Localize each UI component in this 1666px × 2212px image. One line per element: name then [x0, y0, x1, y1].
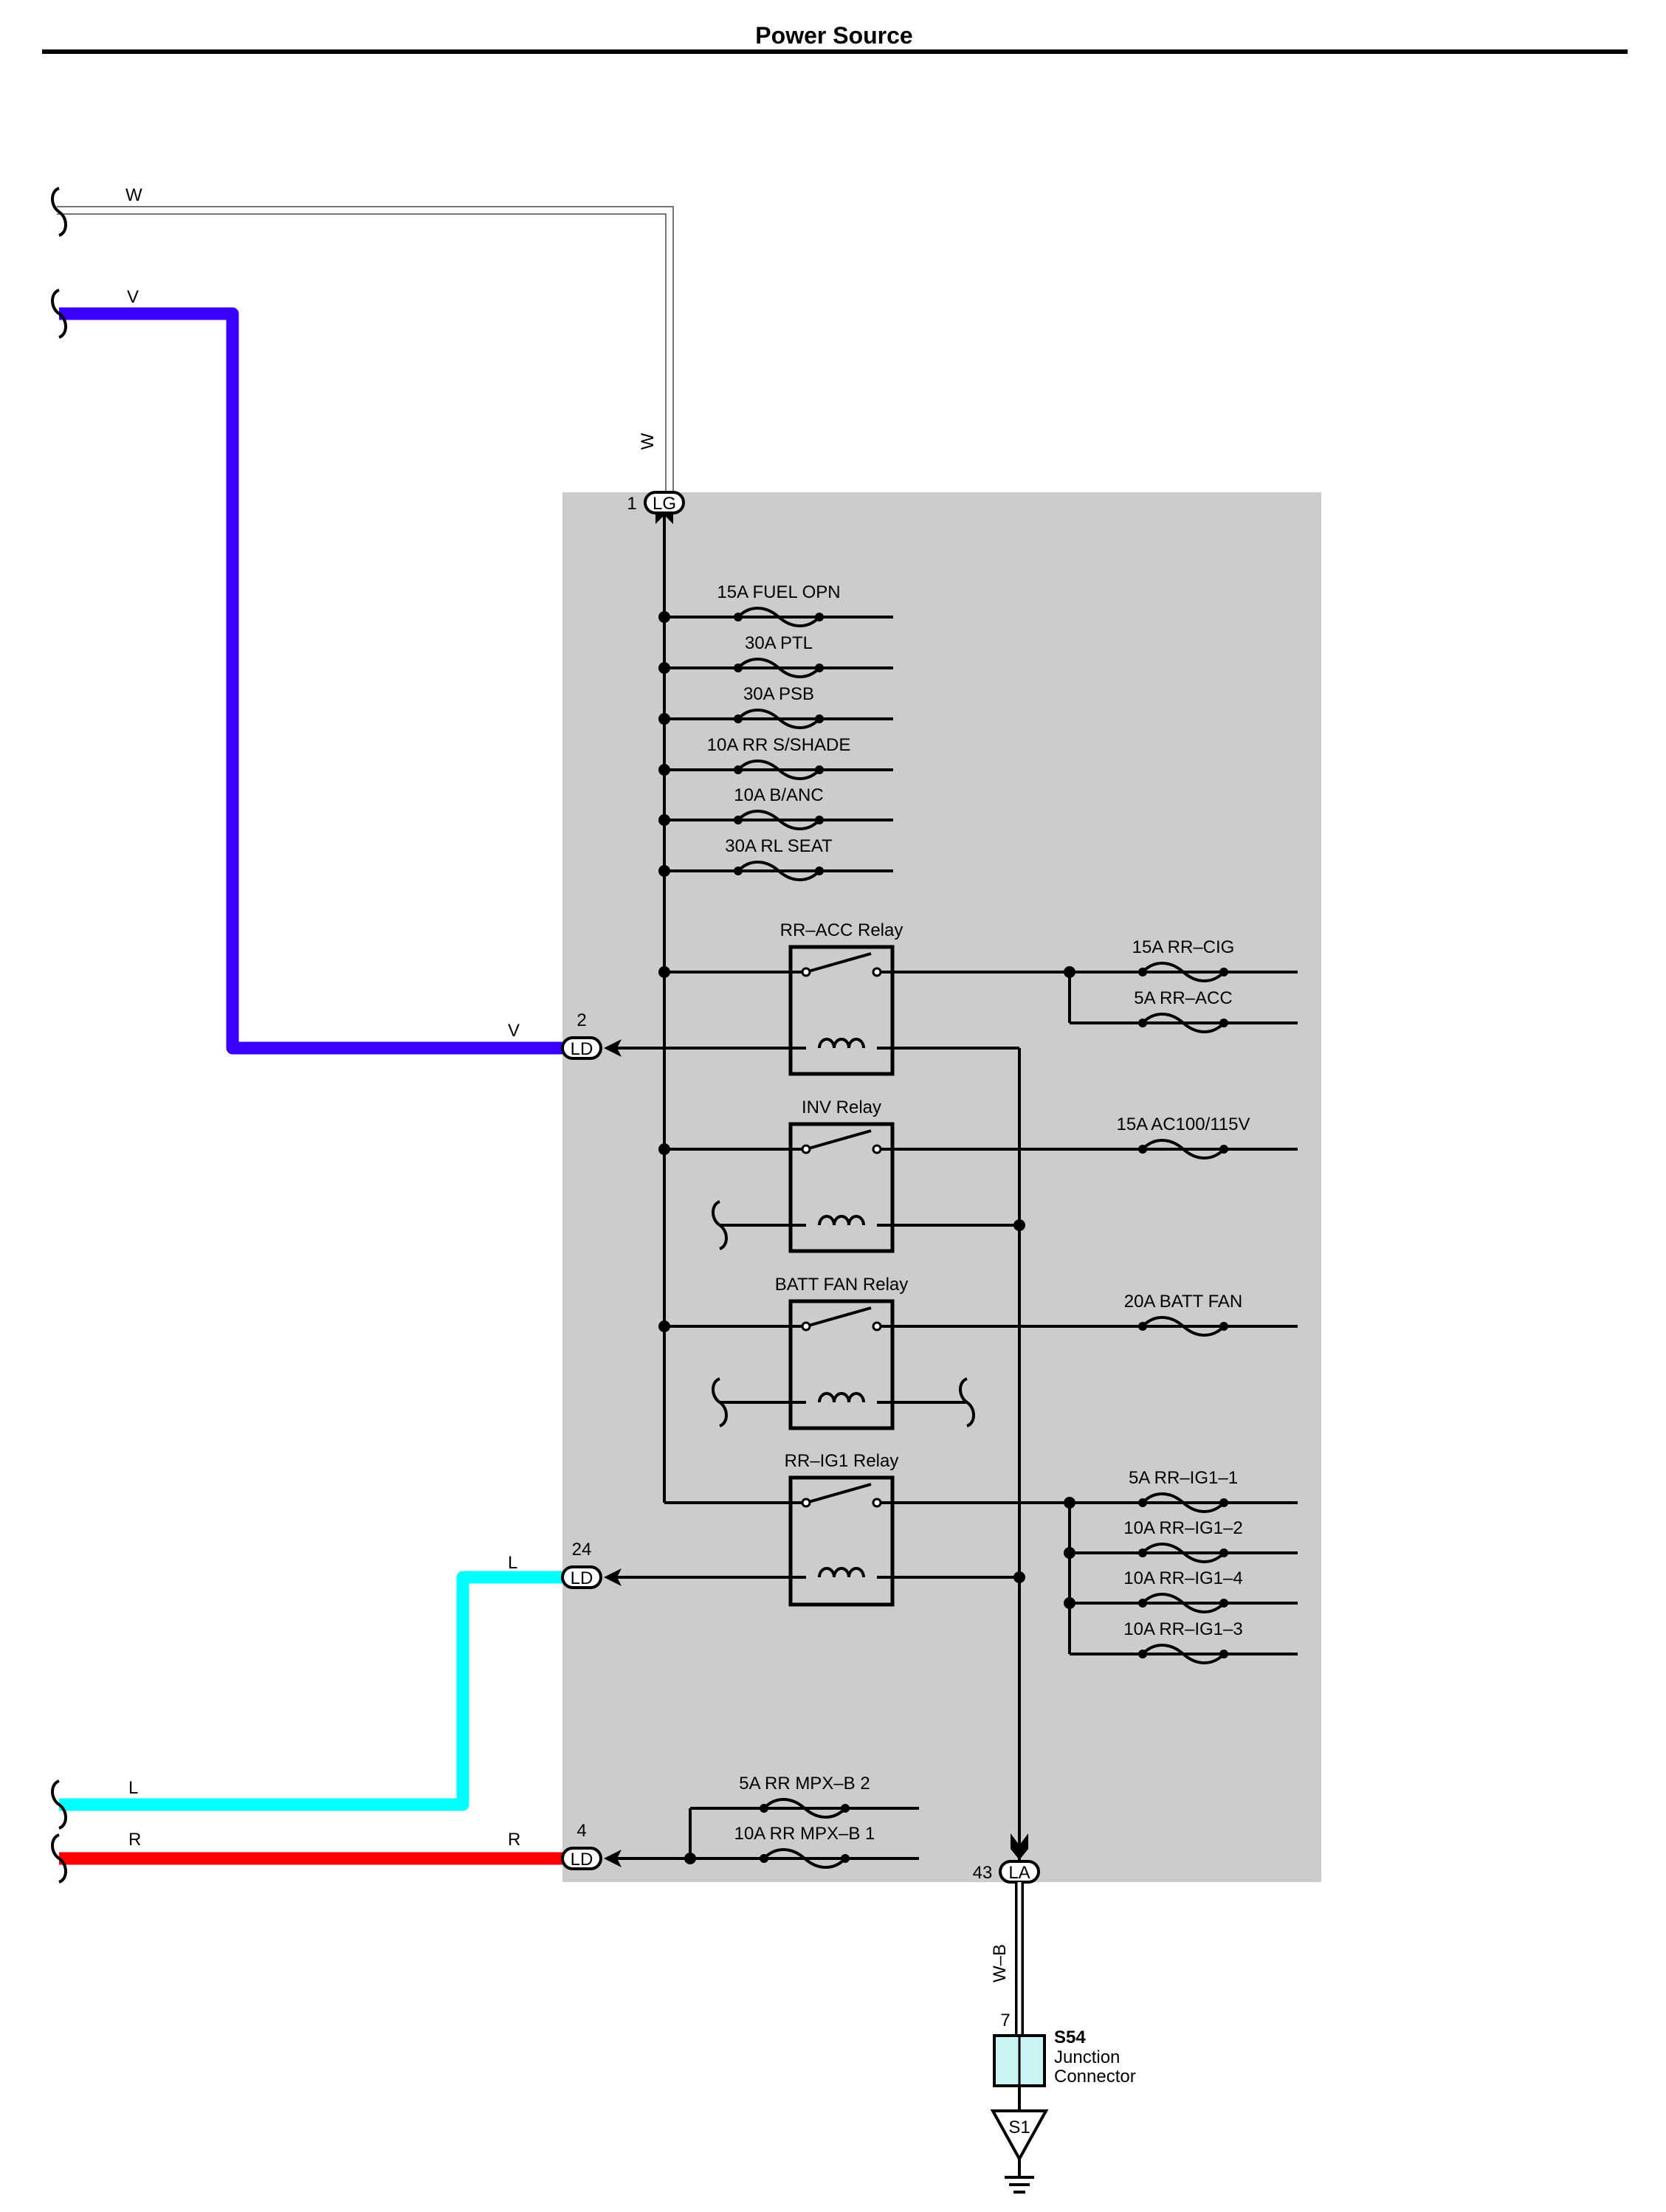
connector-code: LG — [653, 494, 676, 514]
fuse-label: 10A RR–IG1–2 — [1123, 1518, 1242, 1538]
fuse-banc: 10A B/ANC — [732, 785, 825, 830]
fuse-rr-cig: 15A RR–CIG — [1132, 937, 1235, 982]
junction-block-panel — [562, 492, 1321, 1882]
wire-label-l-side: L — [508, 1553, 517, 1573]
connector-la: LA 43 — [973, 1833, 1040, 1884]
wire-label-r-side: R — [508, 1830, 520, 1850]
wire-label-v-side: V — [508, 1021, 520, 1041]
wire-v — [59, 307, 562, 1055]
relay-label: RR–IG1 Relay — [785, 1451, 899, 1471]
wire-w — [57, 206, 674, 493]
wire-label-wb: W–B — [990, 1944, 1010, 1982]
connector-pin: 1 — [627, 494, 636, 514]
relay-label: INV Relay — [802, 1098, 881, 1117]
fuse-ptl: 30A PTL — [732, 633, 825, 678]
connector-pin: 43 — [973, 1863, 993, 1883]
fuse-mpx2: 5A RR MPX–B 2 — [739, 1774, 870, 1819]
fuse-label: 20A BATT FAN — [1124, 1292, 1243, 1312]
connector-pin: 7 — [1000, 2011, 1010, 2030]
wire-label-v-top: V — [127, 287, 139, 307]
fuse-label: 15A RR–CIG — [1132, 937, 1235, 957]
wire-l — [59, 1571, 562, 1811]
connector-code: LD — [571, 1850, 593, 1870]
fuse-label: 30A RL SEAT — [725, 836, 833, 856]
wire-label-r-bottom: R — [128, 1830, 141, 1850]
page-title: Power Source — [755, 22, 912, 49]
connector-ld-4: LD 4 — [561, 1821, 622, 1870]
wire-label-w-vertical: W — [638, 433, 658, 449]
fuse-label: 10A RR MPX–B 1 — [734, 1824, 875, 1844]
fuse-psb: 30A PSB — [732, 684, 825, 729]
connector-ld-2: LD 2 — [561, 1010, 622, 1060]
fuse-ig1-3: 10A RR–IG1–3 — [1123, 1619, 1243, 1664]
fuse-rl-seat: 30A RL SEAT — [725, 836, 833, 881]
relay-rr-ig1: RR–IG1 Relay — [785, 1451, 899, 1607]
fuse-mpx1: 10A RR MPX–B 1 — [734, 1824, 875, 1869]
relay-label: RR–ACC Relay — [780, 920, 903, 940]
connector-code: LD — [571, 1039, 593, 1059]
s54-desc-2: Connector — [1054, 2067, 1136, 2087]
fuse-label: 30A PTL — [745, 633, 813, 653]
connector-pin: 4 — [576, 1821, 586, 1841]
connector-pin: 24 — [572, 1540, 592, 1560]
relay-batt-fan: BATT FAN Relay — [775, 1275, 909, 1430]
connector-pin: 2 — [576, 1010, 586, 1030]
fuse-label: 10A RR S/SHADE — [707, 735, 851, 755]
relay-label: BATT FAN Relay — [775, 1275, 909, 1295]
relay-inv: INV Relay — [788, 1098, 895, 1253]
fuse-label: 5A RR–ACC — [1134, 988, 1232, 1008]
s54-name: S54 — [1054, 2027, 1086, 2047]
fuse-label: 30A PSB — [743, 684, 814, 704]
junction-dots — [658, 611, 1075, 1864]
ground-label: S1 — [1008, 2118, 1030, 2137]
connector-lg: LG 1 — [627, 491, 685, 524]
fuse-batt-fan: 20A BATT FAN — [1124, 1292, 1243, 1337]
connector-ld-24: LD 24 — [561, 1540, 622, 1589]
fuse-ig1-2: 10A RR–IG1–2 — [1123, 1518, 1243, 1563]
connector-code: LA — [1008, 1863, 1030, 1883]
s54-desc-1: Junction — [1054, 2047, 1120, 2067]
fuse-rr-acc: 5A RR–ACC — [1134, 988, 1233, 1033]
junction-connector-s54: 7 S54 Junction Connector — [993, 2011, 1136, 2087]
fuse-label: 10A RR–IG1–4 — [1123, 1568, 1242, 1588]
fuse-label: 10A RR–IG1–3 — [1123, 1619, 1242, 1639]
fuse-label: 15A FUEL OPN — [717, 582, 840, 602]
connector-code: LD — [571, 1568, 593, 1588]
fuse-rr-sshade: 10A RR S/SHADE — [707, 735, 851, 780]
wire-label-w-top: W — [125, 185, 142, 205]
fuse-ig1-1: 5A RR–IG1–1 — [1129, 1468, 1238, 1513]
ground-icon: S1 — [990, 2086, 1049, 2194]
fuse-label: 5A RR MPX–B 2 — [739, 1774, 870, 1794]
fuse-ig1-4: 10A RR–IG1–4 — [1123, 1568, 1243, 1613]
fuse-fuel-opn: 15A FUEL OPN — [717, 582, 841, 627]
fuse-label: 10A B/ANC — [734, 785, 823, 805]
wire-label-l-bottom: L — [128, 1778, 138, 1798]
relay-rr-acc: RR–ACC Relay — [780, 920, 903, 1076]
fuse-label: 5A RR–IG1–1 — [1129, 1468, 1238, 1488]
fuse-ac100: 15A AC100/115V — [1116, 1114, 1250, 1160]
fuse-label: 15A AC100/115V — [1116, 1114, 1250, 1134]
